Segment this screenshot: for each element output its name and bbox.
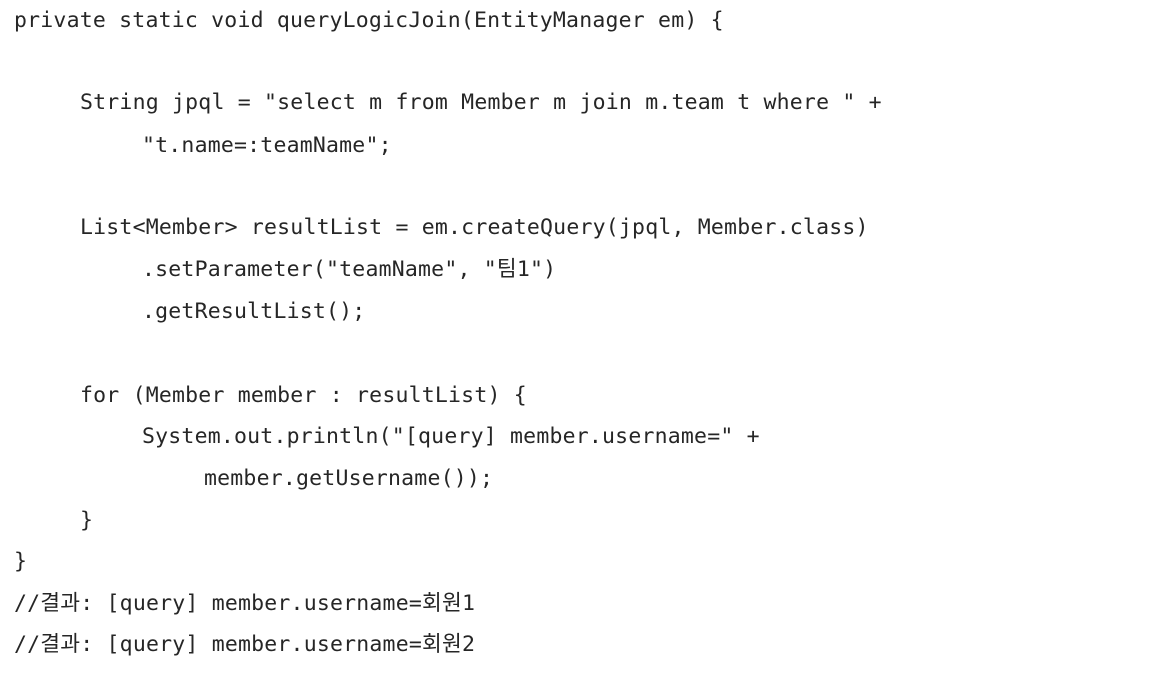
code-line-result-list: List<Member> resultList = em.createQuery… xyxy=(80,215,869,240)
code-line-jpql-declaration: String jpql = "select m from Member m jo… xyxy=(80,90,882,115)
code-line-set-parameter: .setParameter("teamName", "팀1") xyxy=(142,257,557,282)
code-line-result-comment-1: //결과: [query] member.username=회원1 xyxy=(14,591,476,616)
code-line-get-username: member.getUsername()); xyxy=(204,466,494,491)
code-line-for-loop: for (Member member : resultList) { xyxy=(80,383,527,408)
code-line-result-comment-2: //결과: [query] member.username=회원2 xyxy=(14,632,476,657)
code-line-println: System.out.println("[query] member.usern… xyxy=(142,424,760,449)
code-line-method-close: } xyxy=(14,549,28,574)
code-line-method-signature: private static void queryLogicJoin(Entit… xyxy=(14,8,724,33)
code-line-jpql-continuation: "t.name=:teamName"; xyxy=(142,133,392,158)
code-line-get-result-list: .getResultList(); xyxy=(142,299,366,324)
code-line-loop-close: } xyxy=(80,508,94,533)
